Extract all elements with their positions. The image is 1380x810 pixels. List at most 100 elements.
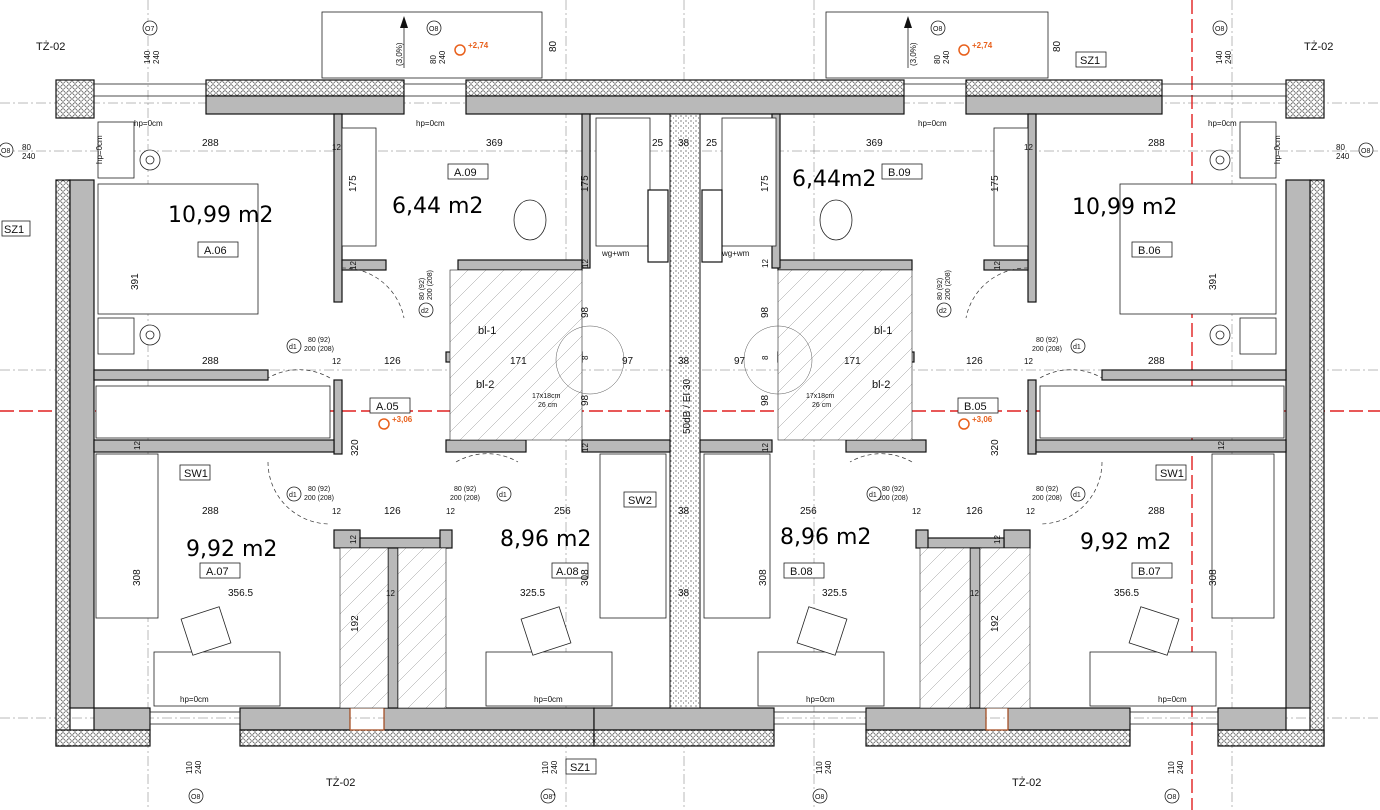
svg-text:O8": O8": [543, 794, 555, 801]
svg-text:126: 126: [384, 506, 401, 517]
svg-text:wg+wm: wg+wm: [601, 249, 630, 258]
svg-text:80 (92): 80 (92): [1036, 486, 1058, 493]
svg-text:O7: O7: [145, 26, 154, 33]
tag-sw2: SW2: [628, 495, 652, 507]
svg-text:wg+wm: wg+wm: [721, 249, 750, 258]
svg-text:hp=0cm: hp=0cm: [180, 695, 209, 704]
svg-text:80: 80: [1052, 40, 1063, 52]
svg-text:12: 12: [349, 535, 358, 544]
grid-labels: 140240 80240 80240 140240 110240 110240 …: [0, 20, 1374, 804]
svg-text:320: 320: [350, 439, 361, 456]
room-id: B.07: [1138, 566, 1161, 578]
svg-text:200 (208): 200 (208): [945, 270, 952, 300]
svg-text:O8: O8: [1361, 148, 1370, 155]
room-area: 8,96 m2: [500, 527, 591, 552]
svg-text:O8: O8: [1167, 794, 1176, 801]
svg-text:80 (92): 80 (92): [1036, 337, 1058, 344]
svg-text:320: 320: [990, 439, 1001, 456]
svg-text:80 (92): 80 (92): [308, 486, 330, 493]
svg-text:12: 12: [761, 443, 770, 452]
furniture: [95, 117, 1285, 707]
svg-text:+2,74: +2,74: [468, 41, 489, 50]
room-area: 8,96 m2: [780, 525, 871, 550]
svg-text:26 cm: 26 cm: [538, 402, 557, 409]
room-area: 9,92 m2: [1080, 530, 1171, 555]
svg-text:288: 288: [1148, 506, 1165, 517]
svg-text:175: 175: [990, 175, 1001, 192]
svg-text:12: 12: [1026, 507, 1035, 516]
svg-text:369: 369: [866, 138, 883, 149]
svg-text:25: 25: [652, 138, 664, 149]
svg-text:171: 171: [510, 356, 527, 367]
svg-text:110240: 110240: [185, 760, 203, 774]
svg-text:12: 12: [912, 507, 921, 516]
svg-text:(3,0%): (3,0%): [909, 42, 918, 66]
svg-text:d1: d1: [869, 492, 877, 499]
svg-text:200 (208): 200 (208): [1032, 346, 1062, 353]
svg-text:80240: 80240: [429, 50, 447, 64]
svg-text:192: 192: [350, 615, 361, 632]
svg-text:308: 308: [758, 569, 769, 586]
svg-text:bl-1: bl-1: [874, 325, 892, 337]
svg-text:140240: 140240: [143, 50, 161, 64]
room-id: B.09: [888, 167, 911, 179]
dimensions: 288 369 25 38 25 369 288 288 126 171 97 …: [130, 40, 1226, 632]
svg-text:38: 38: [678, 588, 690, 599]
svg-text:hp=0cm: hp=0cm: [806, 695, 835, 704]
tag-tz: TŻ-02: [1304, 40, 1333, 53]
tag-sz: SZ1: [4, 224, 24, 236]
room-area: 10,99 m2: [168, 203, 273, 228]
svg-text:12: 12: [581, 443, 590, 452]
svg-text:8: 8: [761, 355, 770, 360]
svg-text:200 (208): 200 (208): [450, 495, 480, 502]
svg-text:hp=0cm: hp=0cm: [416, 119, 445, 128]
room-id: A.09: [454, 167, 477, 179]
room-labels-b: 10,99 m2 B.06 6,44m2 B.09 B.05 9,92 m2 B…: [780, 163, 1177, 579]
svg-text:hp=0cm: hp=0cm: [134, 119, 163, 128]
svg-text:26 cm: 26 cm: [812, 402, 831, 409]
svg-text:12: 12: [1217, 441, 1226, 450]
svg-text:308: 308: [1208, 569, 1219, 586]
svg-text:12: 12: [386, 589, 395, 598]
svg-text:d1: d1: [1073, 344, 1081, 351]
svg-text:38: 38: [678, 356, 690, 367]
svg-text:140240: 140240: [1215, 50, 1233, 64]
svg-text:hp=0cm: hp=0cm: [534, 695, 563, 704]
svg-text:12: 12: [349, 261, 358, 270]
svg-text:325.5: 325.5: [822, 588, 847, 599]
svg-text:12: 12: [761, 259, 770, 268]
door-swings: [267, 267, 1103, 525]
svg-text:O8: O8: [933, 26, 942, 33]
svg-text:288: 288: [202, 506, 219, 517]
svg-text:d1: d1: [1073, 492, 1081, 499]
svg-text:O8: O8: [1, 148, 10, 155]
svg-text:200 (208): 200 (208): [878, 495, 908, 502]
svg-text:356.5: 356.5: [228, 588, 253, 599]
room-labels-a: 10,99 m2 A.06 6,44 m2 A.09 A.05 9,92 m2 …: [168, 163, 591, 579]
room-area: 6,44m2: [792, 167, 876, 192]
svg-text:hp=0cm: hp=0cm: [918, 119, 947, 128]
svg-text:98: 98: [580, 306, 591, 318]
svg-text:308: 308: [132, 569, 143, 586]
svg-text:O8: O8: [429, 26, 438, 33]
svg-text:80 (92): 80 (92): [937, 278, 944, 300]
svg-text:80240: 80240: [933, 50, 951, 64]
svg-text:110240: 110240: [1167, 760, 1185, 774]
svg-text:200 (208): 200 (208): [1032, 495, 1062, 502]
svg-text:192: 192: [990, 615, 1001, 632]
tags: TŻ-02 TŻ-02 TŻ-02 TŻ-02 SZ1 SZ1 SZ1 SW1 …: [1, 40, 1333, 789]
svg-text:126: 126: [384, 356, 401, 367]
svg-text:+3,06: +3,06: [392, 415, 413, 424]
balconies: [321, 11, 1049, 79]
svg-text:80 (92): 80 (92): [454, 486, 476, 493]
room-id: A.05: [376, 401, 399, 413]
svg-text:bl-1: bl-1: [478, 325, 496, 337]
svg-text:126: 126: [966, 506, 983, 517]
svg-text:80240: 80240: [1336, 143, 1350, 161]
svg-text:12: 12: [332, 507, 341, 516]
tag-sw1: SW1: [1160, 468, 1184, 480]
svg-text:d1: d1: [289, 492, 297, 499]
svg-text:hp=0cm: hp=0cm: [1208, 119, 1237, 128]
svg-text:25: 25: [706, 138, 718, 149]
